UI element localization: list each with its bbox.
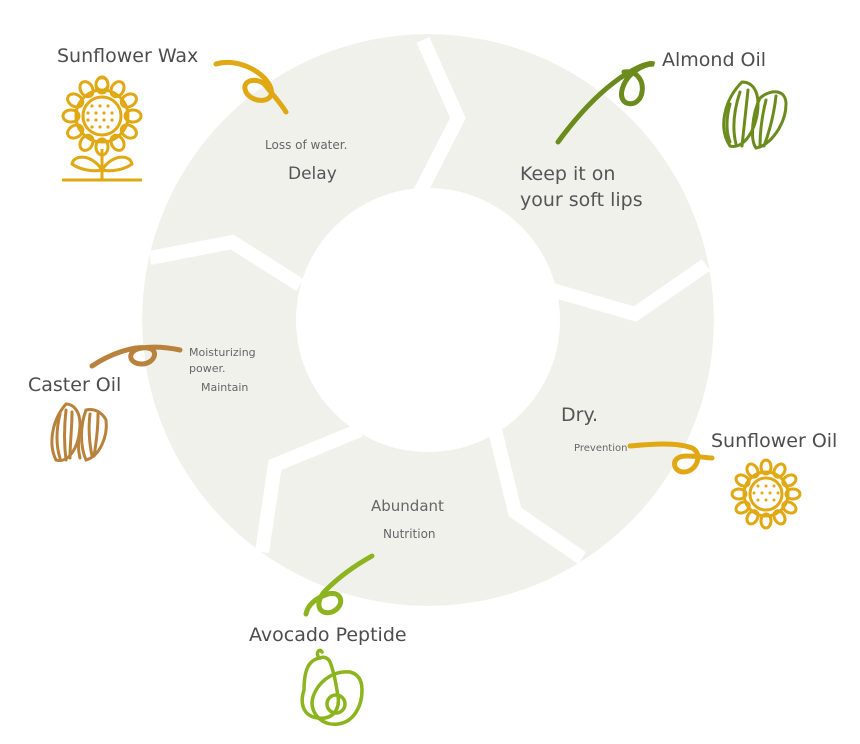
segment-delay-line1: Loss of water.: [265, 138, 348, 152]
ingredient-label-avocado-peptide: Avocado Peptide: [249, 624, 407, 646]
connector-caster-oil: [89, 344, 183, 369]
connector-sunflower-wax: [213, 60, 289, 115]
segment-nutrition-line1: Abundant: [371, 497, 444, 515]
ingredient-label-caster-oil: Caster Oil: [28, 374, 122, 396]
cycle-ring: [142, 34, 714, 606]
segment-keep-line2: your soft lips: [520, 189, 643, 211]
castor-bean-icon: [50, 402, 108, 462]
sunflower-plant-icon: [61, 75, 143, 182]
segment-delay-line2: Delay: [288, 164, 337, 184]
connector-almond-oil: [555, 61, 656, 145]
segment-dry-line1: Dry.: [561, 404, 599, 426]
ingredient-label-sunflower-oil: Sunflower Oil: [711, 430, 838, 452]
segment-keep-line1: Keep it on: [520, 163, 616, 185]
ingredient-label-almond-oil: Almond Oil: [662, 49, 767, 71]
connector-sunflower-oil: [627, 441, 715, 475]
segment-maintain-line3: Maintain: [201, 381, 249, 394]
ingredient-label-sunflower-wax: Sunflower Wax: [57, 45, 199, 67]
sunflower-head-icon: [730, 458, 802, 530]
almond-icon: [722, 80, 788, 150]
segment-maintain-line2: power.: [189, 362, 226, 375]
segment-dry-line2: Prevention: [574, 443, 628, 454]
avocado-icon: [300, 648, 364, 726]
segment-maintain-line1: Moisturizing: [189, 346, 256, 359]
segment-nutrition-line2: Nutrition: [383, 527, 436, 541]
connector-avocado: [303, 553, 375, 617]
